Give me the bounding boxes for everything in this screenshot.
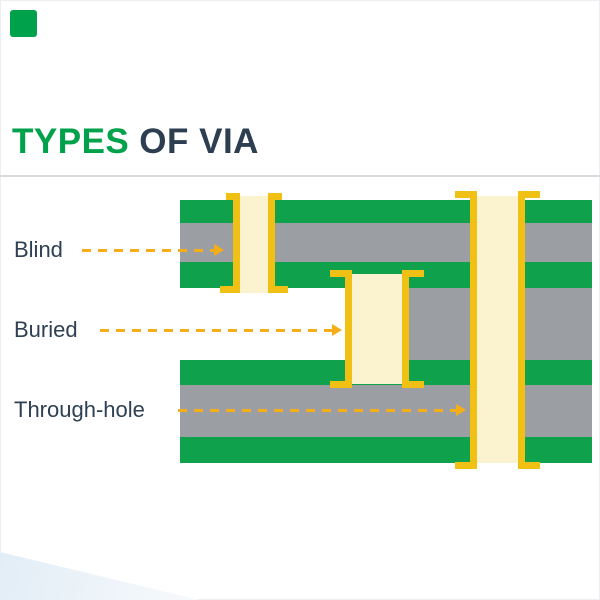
blind-via-pad-bottom-left bbox=[220, 286, 240, 293]
label-through-hole: Through-hole bbox=[14, 397, 145, 423]
label-blind-text: Blind bbox=[14, 237, 63, 262]
through-hole-via-plating-left bbox=[470, 191, 477, 469]
label-blind: Blind bbox=[14, 237, 63, 263]
buried-arrow bbox=[100, 329, 332, 332]
through-hole-via-fill bbox=[477, 196, 518, 463]
through-hole-arrow bbox=[178, 409, 456, 412]
blind-via-lip-top-left bbox=[226, 193, 240, 200]
title-part-dark: OF VIA bbox=[139, 122, 259, 161]
buried-via-pad-bottom-right bbox=[402, 381, 424, 388]
through-hole-arrowhead bbox=[456, 404, 466, 416]
blind-via-pad-bottom-right bbox=[268, 286, 288, 293]
buried-via-pad-bottom-left bbox=[330, 381, 352, 388]
blind-via-plating-left bbox=[233, 193, 240, 293]
through-hole-via-pad-top-left bbox=[455, 191, 477, 198]
buried-via-pad-top-right bbox=[402, 270, 424, 277]
through-hole-via-pad-bottom-left bbox=[455, 462, 477, 469]
through-hole-via-pad-top-right bbox=[518, 191, 540, 198]
copper-layer-bottom bbox=[180, 437, 592, 463]
buried-arrowhead bbox=[332, 324, 342, 336]
buried-via-plating-right bbox=[402, 270, 409, 388]
buried-via-plating-left bbox=[345, 270, 352, 388]
blind-arrow bbox=[82, 249, 214, 252]
corner-decoration-front bbox=[0, 552, 200, 600]
blind-via-lip-top-right bbox=[268, 193, 282, 200]
label-buried-text: Buried bbox=[14, 317, 78, 342]
through-hole-via-plating-right bbox=[518, 191, 525, 469]
label-through-hole-text: Through-hole bbox=[14, 397, 145, 422]
through-hole-via-pad-bottom-right bbox=[518, 462, 540, 469]
blind-via-fill bbox=[240, 196, 268, 293]
buried-via-pad-top-left bbox=[330, 270, 352, 277]
blind-arrowhead bbox=[214, 244, 224, 256]
blind-via-plating-right bbox=[268, 193, 275, 293]
title-divider bbox=[0, 175, 600, 177]
brand-corner-square bbox=[10, 10, 37, 37]
title-part-green: TYPES bbox=[12, 122, 130, 161]
buried-via-fill bbox=[352, 274, 402, 384]
label-buried: Buried bbox=[14, 317, 78, 343]
